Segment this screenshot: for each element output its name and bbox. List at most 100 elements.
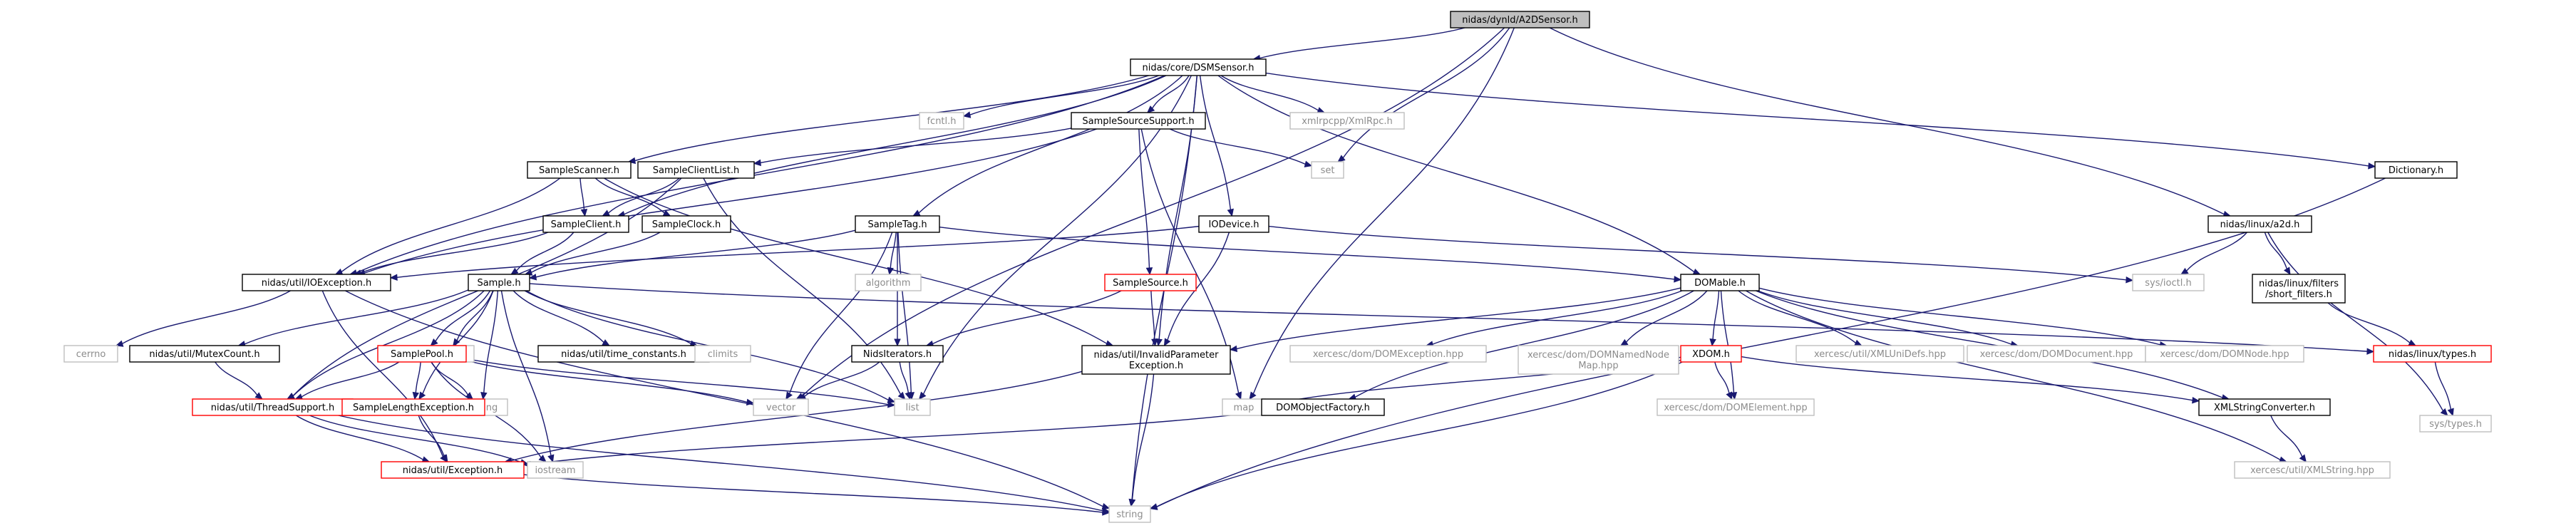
node-domexc[interactable]: xercesc/dom/DOMException.hpp	[1289, 345, 1487, 363]
edge-dsm-to-client	[617, 75, 1167, 218]
node-climits[interactable]: climits	[694, 345, 751, 363]
arrowhead-icon	[1619, 338, 1629, 346]
node-xmlunidefs[interactable]: xercesc/util/XMLUniDefs.hpp	[1796, 345, 1964, 363]
node-map[interactable]: map	[1222, 398, 1266, 416]
edge-domable-to-xmlunidefs	[1738, 290, 1863, 346]
node-iters[interactable]: NidsIterators.h	[851, 345, 944, 363]
node-label: SampleClock.h	[652, 219, 721, 230]
node-a2d[interactable]: nidas/linux/a2d.h	[2207, 215, 2312, 233]
edge-line	[500, 290, 552, 456]
node-exc[interactable]: nidas/util/Exception.h	[381, 461, 525, 479]
node-pool[interactable]: SamplePool.h	[377, 345, 467, 363]
node-xmlstring[interactable]: xercesc/util/XMLString.hpp	[2234, 461, 2391, 479]
node-list[interactable]: list	[894, 398, 931, 416]
edge-line	[483, 290, 499, 393]
node-box	[694, 345, 751, 363]
node-shortf[interactable]: nidas/linux/filters/short_filters.h	[2252, 274, 2346, 304]
node-box	[1198, 215, 1269, 233]
edge-pool-to-slexc	[412, 361, 421, 400]
arrowhead-icon	[1674, 276, 1682, 283]
node-root[interactable]: nidas/dynld/A2DSensor.h	[1450, 11, 1590, 29]
edge-root-to-vector	[795, 27, 1505, 400]
node-fcntl[interactable]: fcntl.h	[919, 112, 964, 130]
node-label: nidas/util/IOException.h	[262, 278, 372, 289]
node-clock[interactable]: SampleClock.h	[642, 215, 731, 233]
node-sss[interactable]: SampleSourceSupport.h	[1071, 112, 1206, 130]
node-systypes[interactable]: sys/types.h	[2419, 415, 2492, 433]
node-iodev[interactable]: IODevice.h	[1198, 215, 1269, 233]
node-ssrc[interactable]: SampleSource.h	[1104, 274, 1197, 291]
node-vector[interactable]: vector	[753, 398, 809, 416]
arrowhead-icon	[2368, 162, 2376, 170]
arrowhead-icon	[441, 454, 448, 463]
node-label: XMLStringConverter.h	[2214, 403, 2315, 413]
edge-line	[415, 361, 421, 393]
edge-invparam-to-exc	[504, 371, 1083, 465]
node-algorithm[interactable]: algorithm	[855, 274, 922, 291]
node-sample[interactable]: Sample.h	[468, 274, 530, 291]
node-box	[1450, 11, 1590, 29]
node-ioexc[interactable]: nidas/util/IOException.h	[242, 274, 391, 291]
node-ioctl[interactable]: sys/ioctl.h	[2132, 274, 2205, 291]
node-label: nidas/util/MutexCount.h	[149, 349, 259, 360]
node-dict[interactable]: Dictionary.h	[2374, 161, 2458, 179]
edge-line	[899, 361, 910, 393]
edge-line	[604, 177, 1108, 344]
node-domdoc[interactable]: xercesc/dom/DOMDocument.hpp	[1967, 345, 2146, 363]
node-label: Sample.h	[477, 278, 520, 289]
edge-line	[634, 75, 1149, 162]
arrowhead-icon	[1730, 391, 1738, 400]
node-box	[377, 345, 467, 363]
arrowhead-icon	[918, 391, 927, 400]
arrowhead-icon	[1128, 498, 1136, 507]
edge-line	[1745, 290, 2281, 460]
node-iostream[interactable]: iostream	[527, 461, 584, 479]
node-cerrno[interactable]: cerrno	[63, 345, 118, 363]
edge-line	[422, 290, 494, 394]
edge-line	[292, 290, 485, 397]
edge-line	[939, 226, 1675, 280]
node-xdom[interactable]: XDOM.h	[1680, 345, 1742, 363]
node-dsm[interactable]: nidas/core/DSMSensor.h	[1130, 58, 1267, 76]
node-box	[2419, 415, 2492, 433]
node-label: fcntl.h	[927, 116, 956, 127]
arrowhead-icon	[334, 268, 344, 275]
arrowhead-icon	[2299, 454, 2307, 462]
edge-line	[309, 415, 522, 463]
edge-line	[523, 474, 1103, 513]
node-string[interactable]: string	[1108, 505, 1151, 523]
node-client[interactable]: SampleClient.h	[542, 215, 629, 233]
node-box	[63, 345, 118, 363]
node-domelem[interactable]: xercesc/dom/DOMElement.hpp	[1657, 398, 1815, 416]
node-xmlsc[interactable]: XMLStringConverter.h	[2198, 398, 2331, 416]
node-slexc[interactable]: SampleLengthException.h	[341, 398, 485, 416]
node-label: vector	[766, 403, 796, 413]
node-threadsup[interactable]: nidas/util/ThreadSupport.h	[192, 398, 354, 416]
edge-line	[897, 232, 912, 393]
node-set[interactable]: set	[1311, 161, 1344, 179]
edge-line	[321, 290, 444, 457]
edge-line	[1265, 72, 2369, 167]
edge-line	[2264, 232, 2287, 269]
node-ltypes[interactable]: nidas/linux/types.h	[2373, 345, 2492, 363]
edge-slexc-to-exc	[418, 415, 448, 463]
node-label: xercesc/util/XMLString.hpp	[2250, 465, 2374, 476]
node-mutex[interactable]: nidas/util/MutexCount.h	[129, 345, 280, 363]
edge-line	[969, 75, 1160, 115]
edge-root-to-a2d	[1549, 27, 2232, 218]
node-domnode[interactable]: xercesc/dom/DOMNode.hpp	[2145, 345, 2304, 363]
edge-domable-to-xdom	[1709, 290, 1720, 347]
edge-line	[396, 225, 1200, 278]
node-box	[919, 112, 964, 130]
node-timec[interactable]: nidas/util/time_constants.h	[537, 345, 710, 363]
node-domobjf[interactable]: DOMObjectFactory.h	[1261, 398, 1385, 416]
node-domable[interactable]: DOMable.h	[1680, 274, 1760, 291]
node-clientlist[interactable]: SampleClientList.h	[637, 161, 755, 179]
node-xmlrpc[interactable]: xmlrpcpp/XmlRpc.h	[1289, 112, 1405, 130]
node-label: SampleLengthException.h	[353, 403, 474, 413]
node-scanner[interactable]: SampleScanner.h	[527, 161, 632, 179]
edge-line	[465, 360, 748, 403]
node-tag[interactable]: SampleTag.h	[855, 215, 940, 233]
